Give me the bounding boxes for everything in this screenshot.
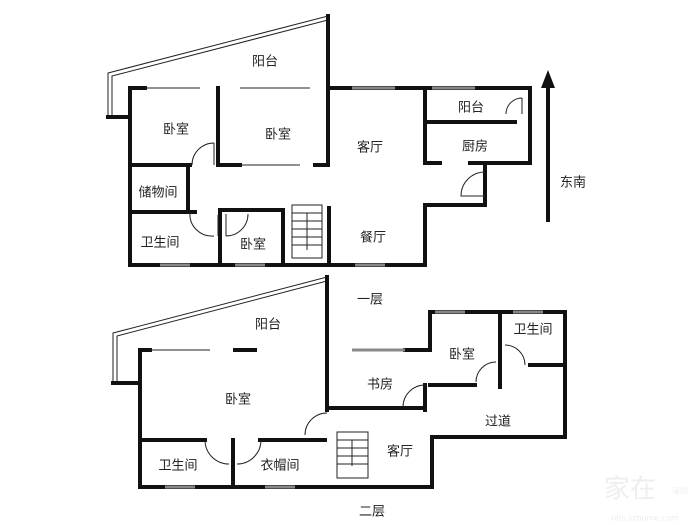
- door-icon: [191, 142, 215, 166]
- floor-label: 二层: [359, 505, 385, 520]
- room-label: 阳台: [255, 318, 281, 333]
- exterior-walls: [138, 310, 567, 489]
- room-label: 卫生间: [158, 459, 197, 474]
- staircase: [336, 431, 369, 479]
- room-label: 卫生间: [140, 236, 179, 251]
- exterior-walls: [128, 86, 532, 267]
- svg-text:家在: 家在: [604, 475, 656, 505]
- room-label: 卫生间: [513, 323, 552, 338]
- room-label: 书房: [367, 377, 393, 393]
- watermark: 家在 深圳 bbs.szhome.com: [604, 475, 688, 523]
- room-label: 储物间: [138, 186, 177, 201]
- room-label: 餐厅: [360, 230, 386, 246]
- room-label: 卧室: [449, 347, 475, 363]
- floor-label: 一层: [357, 293, 383, 308]
- floor-2-plan: 阳台 卧室 书房 卧室 卫生间 过道 客厅 卫生间 衣帽间 二层: [111, 275, 567, 520]
- room-label: 阳台: [458, 101, 484, 116]
- staircase: [291, 204, 323, 259]
- orientation-arrow-icon: [541, 70, 555, 222]
- orientation-label: 东南: [560, 175, 586, 191]
- room-label: 卧室: [240, 237, 266, 253]
- room-label: 卧室: [225, 392, 251, 408]
- svg-text:bbs.szhome.com: bbs.szhome.com: [611, 514, 679, 523]
- room-label: 阳台: [252, 55, 278, 70]
- room-label: 厨房: [462, 139, 488, 155]
- room-label: 客厅: [357, 140, 383, 156]
- room-label: 卧室: [265, 127, 291, 143]
- floor-1-plan: 阳台 卧室 卧室 客厅 阳台 厨房 储物间 卫生间 卧室 餐厅 一层: [106, 14, 532, 308]
- room-label: 过道: [485, 415, 511, 430]
- svg-text:深圳: 深圳: [672, 486, 688, 496]
- room-label: 客厅: [387, 444, 413, 460]
- room-label: 衣帽间: [260, 458, 299, 474]
- balcony-railing: [112, 276, 328, 384]
- room-label: 卧室: [163, 122, 189, 138]
